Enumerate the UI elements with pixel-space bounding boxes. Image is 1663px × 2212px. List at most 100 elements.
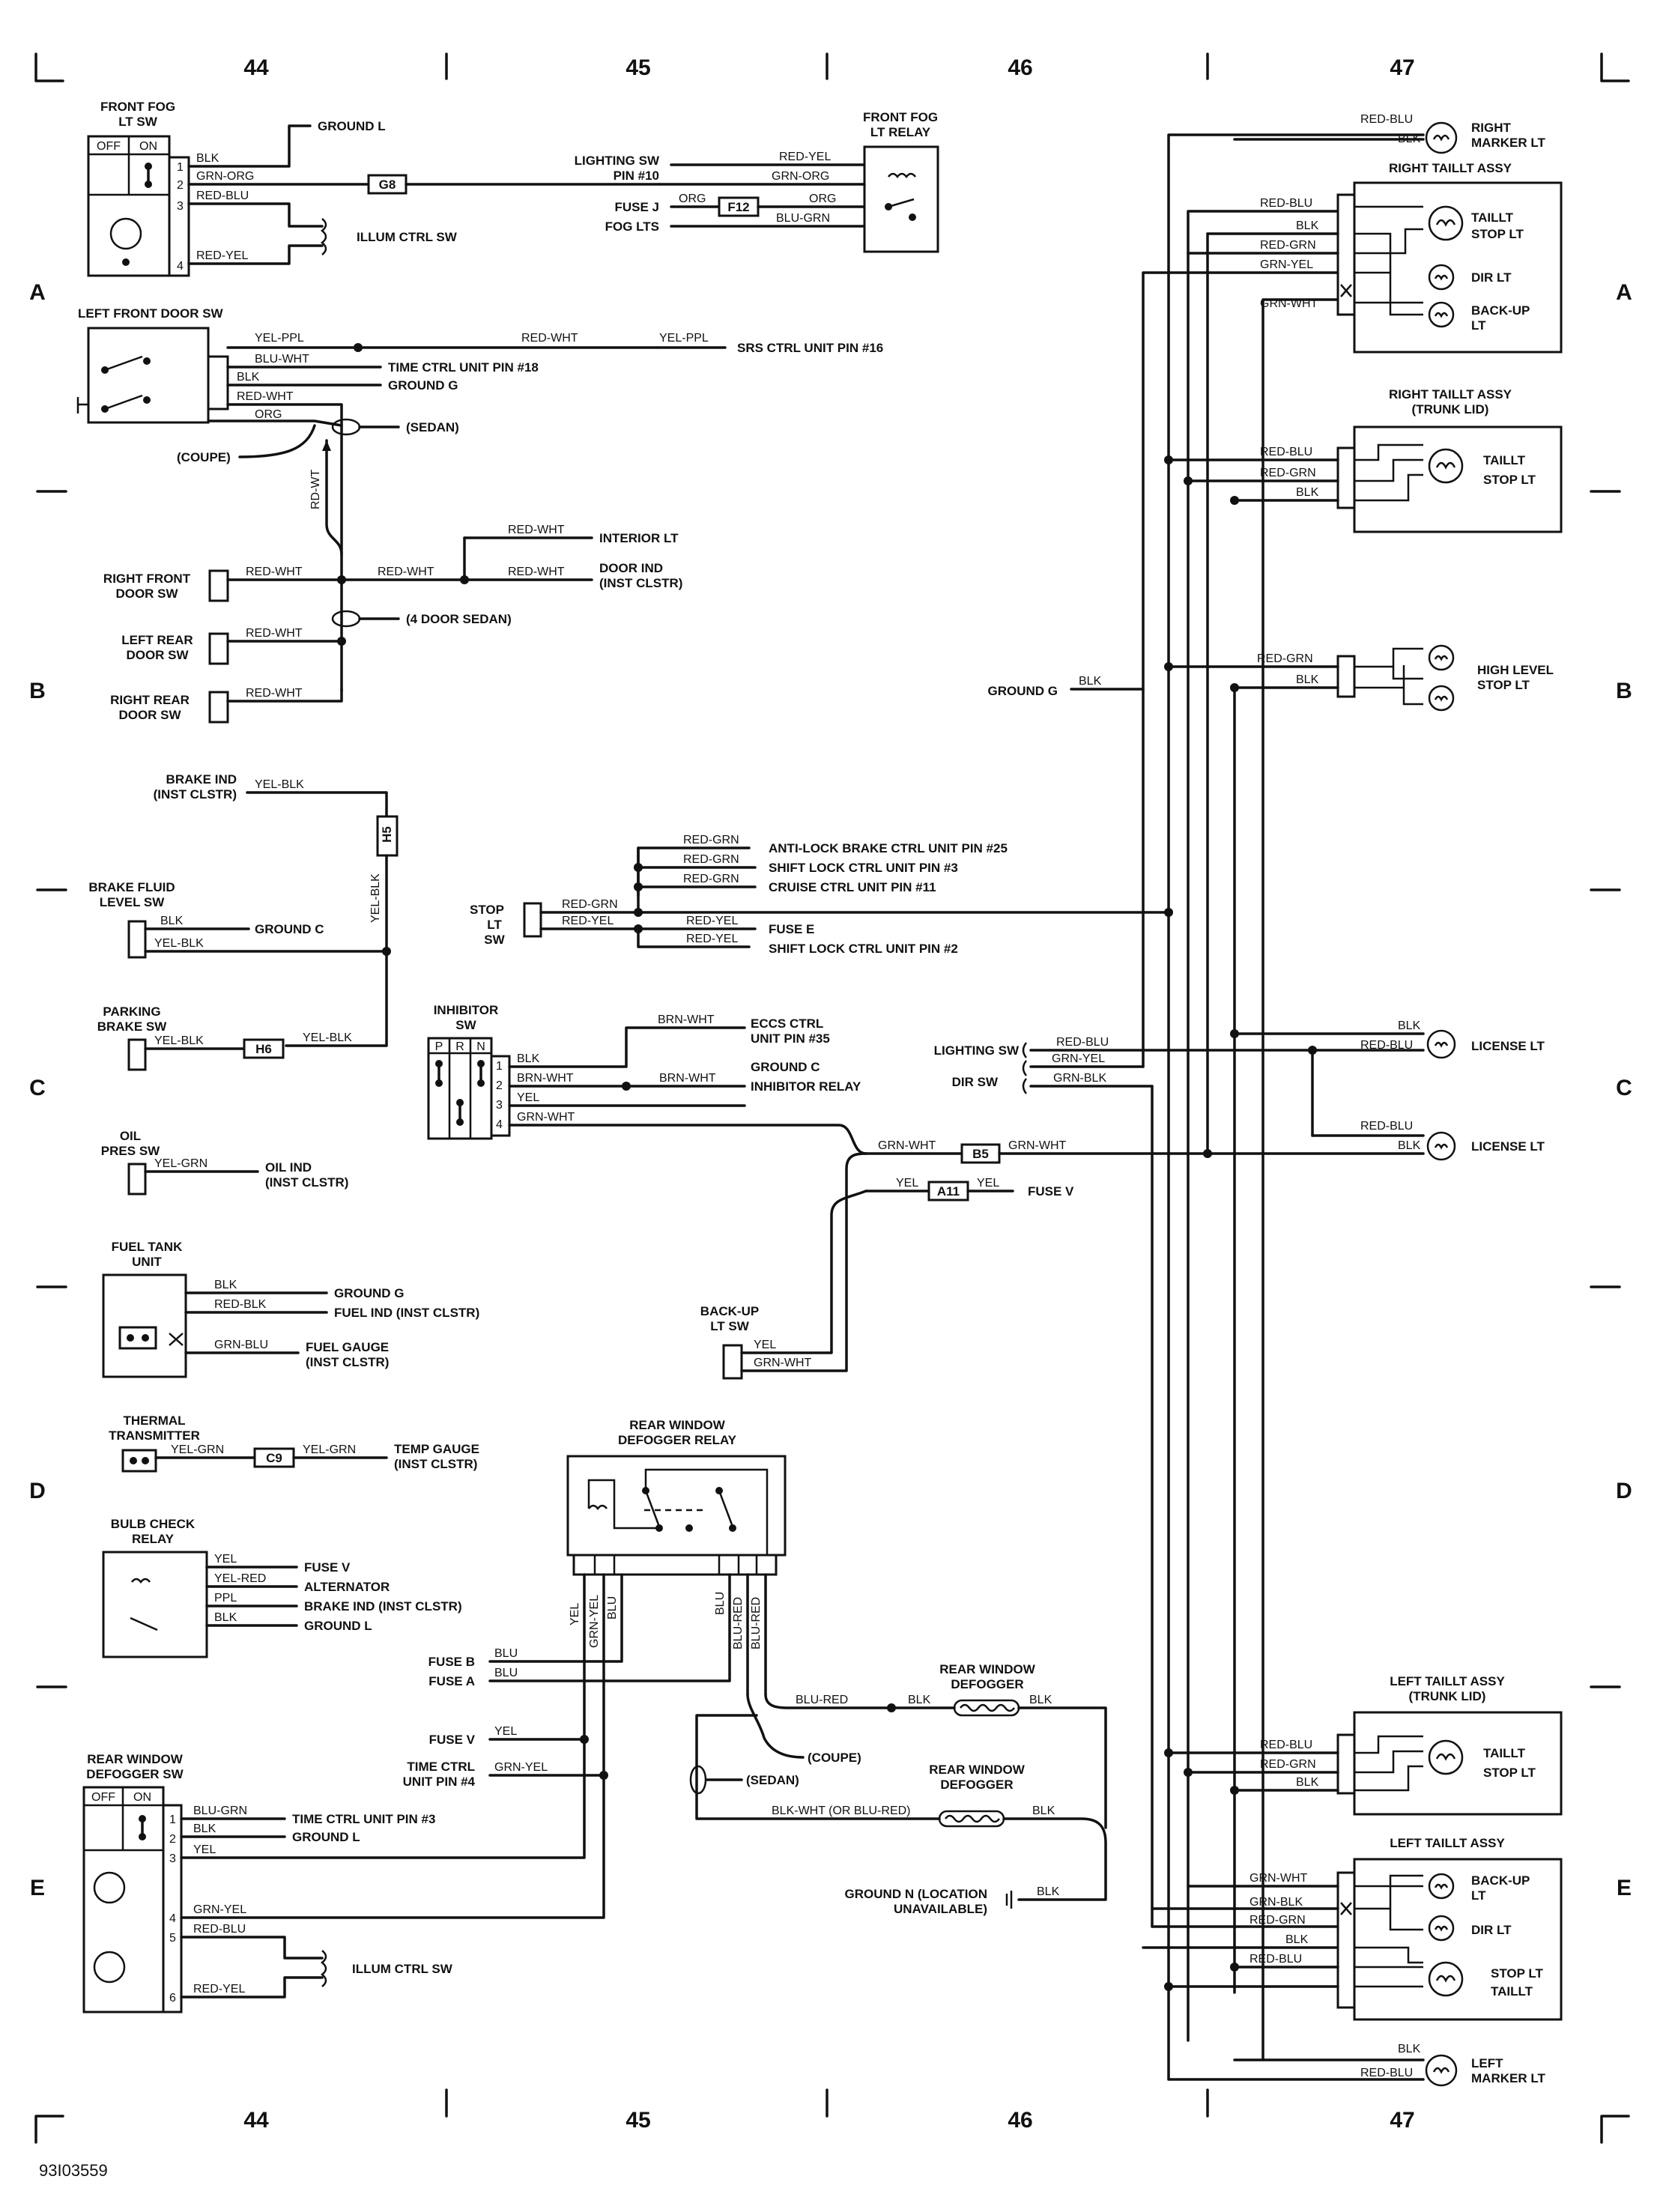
right-taillt-assy: RIGHT TAILLT ASSY RED-BLU BLK RED-GRN GR… <box>1187 161 1563 354</box>
left-front-door-sw-title: LEFT FRONT DOOR SW <box>78 306 224 321</box>
lighting-sw-label: LIGHTING SW <box>575 154 660 168</box>
inhibitor-pin-1: 1 <box>496 1060 503 1073</box>
col-label-45: 45 <box>625 55 650 80</box>
ltt-taillt-label: TAILLT <box>1483 1746 1526 1760</box>
col-label-47: 47 <box>1390 55 1414 80</box>
oil-pres-sw: OIL PRES SW YEL-GRN OIL IND (INST CLSTR) <box>101 1129 348 1196</box>
rm-red-blu-wire: RED-BLU <box>1360 113 1413 126</box>
connector-h6: H6 <box>255 1042 272 1056</box>
lm-red-blu-wire: RED-BLU <box>1360 2067 1413 2079</box>
connector-a11: A11 <box>937 1184 960 1199</box>
row-label-c-right: C <box>1616 1076 1632 1100</box>
defog-red-blu-wire: RED-BLU <box>193 1923 246 1936</box>
fuse-b-label: FUSE B <box>428 1655 475 1669</box>
front-fog-lt-relay: FRONT FOG LT RELAY RED-YEL GRN-ORG ORG B… <box>658 110 939 253</box>
door-ind-inst-clstr: (INST CLSTR) <box>599 576 682 590</box>
fuel-grn-blu-wire: GRN-BLU <box>214 1339 268 1351</box>
ltt-blk-wire: BLK <box>1296 1776 1319 1789</box>
ground-g-46-label: GROUND G <box>988 684 1058 698</box>
door-blu-wht-wire: BLU-WHT <box>255 353 309 366</box>
fog-relay-inputs: LIGHTING SW PIN #10 FUSE J FOG LTS ORG F… <box>521 154 883 355</box>
bulb-yel-wire: YEL <box>214 1553 237 1566</box>
eccs-label: ECCS CTRL <box>751 1016 823 1031</box>
rt-red-blu-wire: RED-BLU <box>1260 197 1312 210</box>
door-ind-red-wht-wire: RED-WHT <box>508 566 565 578</box>
inhibitor-p: P <box>435 1040 443 1053</box>
srs-red-wht-wire: RED-WHT <box>521 332 578 345</box>
time-ctrl-grn-yel-wire: GRN-YEL <box>494 1761 548 1774</box>
left-rear-door-title2: DOOR SW <box>126 648 189 662</box>
bf-blk-wire: BLK <box>160 915 184 927</box>
row-label-e: E <box>30 1876 45 1900</box>
door-time-ctrl-18: TIME CTRL UNIT PIN #18 <box>388 360 539 375</box>
connector-f12: F12 <box>727 200 749 214</box>
fuel-gauge-label: FUEL GAUGE <box>306 1340 389 1354</box>
fog-relay-title2: LT RELAY <box>870 125 931 139</box>
stop-lt-sw: STOP LT SW RED-GRN RED-YEL <box>470 846 751 948</box>
bulb-ppl-wire: PPL <box>214 1592 237 1605</box>
high-level-stop-lt-label: STOP LT <box>1477 678 1530 692</box>
rear-window-defogger-sw: REAR WINDOW DEFOGGER SW OFF ON 1 2 3 4 5… <box>82 1738 605 2013</box>
door-yel-ppl-wire: YEL-PPL <box>255 332 304 345</box>
bulb-alternator: ALTERNATOR <box>304 1580 390 1594</box>
rt-dir-lt-label: DIR LT <box>1471 270 1512 285</box>
ground-n-blk-wire: BLK <box>1037 1885 1060 1898</box>
stop-lt-sw-title2: LT <box>487 918 502 932</box>
fuse-a-label: FUSE A <box>428 1674 475 1688</box>
defog-blk-wire: BLK <box>193 1822 216 1835</box>
defog-on-label: ON <box>133 1791 151 1804</box>
fog-red-yel-wire: RED-YEL <box>196 249 248 262</box>
lt-assy-title: LEFT TAILLT ASSY <box>1390 1836 1505 1850</box>
door-switches: RIGHT FRONT DOOR SW RED-WHT RED-WHT RED-… <box>103 524 682 724</box>
relay-blu-red-wire: BLU-RED <box>732 1597 745 1649</box>
row-label-a: A <box>29 280 46 305</box>
relay-blu-red-wire-2: BLU-RED <box>750 1597 763 1649</box>
fuse-v-label: FUSE V <box>429 1733 476 1747</box>
right-marker-title2: MARKER LT <box>1471 136 1545 150</box>
srs-ctrl-pin16: SRS CTRL UNIT PIN #16 <box>737 341 883 355</box>
rr-red-wht-wire: RED-WHT <box>246 687 303 700</box>
relay-blu-wire: BLU <box>606 1596 619 1619</box>
high-level-stop-lt: RED-GRN BLK HIGH LEVEL STOP LT <box>1164 644 1554 712</box>
fog-grn-org-wire: GRN-ORG <box>196 170 254 183</box>
rt-stop-lt-label: STOP LT <box>1471 227 1524 241</box>
a11-yel-wire-left: YEL <box>896 1177 918 1190</box>
stop-lt-outputs: RED-GRN RED-GRN RED-GRN ANTI-LOCK BRAKE … <box>634 834 1173 956</box>
ground-g-46: GROUND G BLK <box>988 675 1145 698</box>
shift2-red-yel-wire: RED-YEL <box>686 933 738 945</box>
brake-fluid-title: BRAKE FLUID <box>88 880 175 894</box>
stop-lt-sw-title: STOP <box>470 903 504 917</box>
thermal-yel-grn-wire: YEL-GRN <box>171 1443 224 1456</box>
bulb-check-title2: RELAY <box>132 1532 175 1546</box>
grid1-title2: DEFOGGER <box>951 1677 1023 1691</box>
fuel-ind-label: FUEL IND (INST CLSTR) <box>334 1306 479 1320</box>
inhibitor-brn-wht-wire: BRN-WHT <box>517 1072 574 1085</box>
hl-blk-wire: BLK <box>1296 673 1319 686</box>
interior-red-wht-wire: RED-WHT <box>508 524 565 536</box>
inhibitor-r: R <box>455 1040 464 1053</box>
defog-ground-l: GROUND L <box>292 1830 360 1844</box>
grid1-title: REAR WINDOW <box>939 1662 1035 1676</box>
back-up-title: BACK-UP <box>700 1304 759 1318</box>
inhibitor-pin-4: 4 <box>496 1118 503 1131</box>
door-blk-wire: BLK <box>237 371 260 384</box>
srs-yel-ppl-wire: YEL-PPL <box>659 332 709 345</box>
right-marker-lt: RED-BLU BLK RIGHT MARKER LT <box>1233 113 1545 154</box>
defog-pin-5: 5 <box>169 1932 176 1945</box>
rt-back-up-lt-label: LT <box>1471 318 1486 333</box>
fog-illum-ctrl-sw: ILLUM CTRL SW <box>357 230 458 244</box>
fuse-e-red-yel-wire: RED-YEL <box>686 915 738 927</box>
dir-grn-blk-wire: GRN-BLK <box>1053 1072 1106 1085</box>
left-marker-title: LEFT <box>1471 2056 1503 2070</box>
row-label-a-right: A <box>1616 280 1632 305</box>
col-label-47-bottom: 47 <box>1390 2108 1414 2133</box>
oil-ind-label: OIL IND <box>265 1160 312 1175</box>
row-label-d-right: D <box>1616 1479 1632 1503</box>
fuel-red-blk-wire: RED-BLK <box>214 1298 267 1311</box>
fog-pin-3: 3 <box>177 200 184 213</box>
bulb-yel-red-wire: YEL-RED <box>214 1572 266 1585</box>
bf-yel-blk-wire: YEL-BLK <box>154 937 204 950</box>
fog-pin-4: 4 <box>177 260 184 273</box>
right-front-door-title2: DOOR SW <box>115 587 178 601</box>
front-fog-sw-title2: LT SW <box>118 115 158 129</box>
